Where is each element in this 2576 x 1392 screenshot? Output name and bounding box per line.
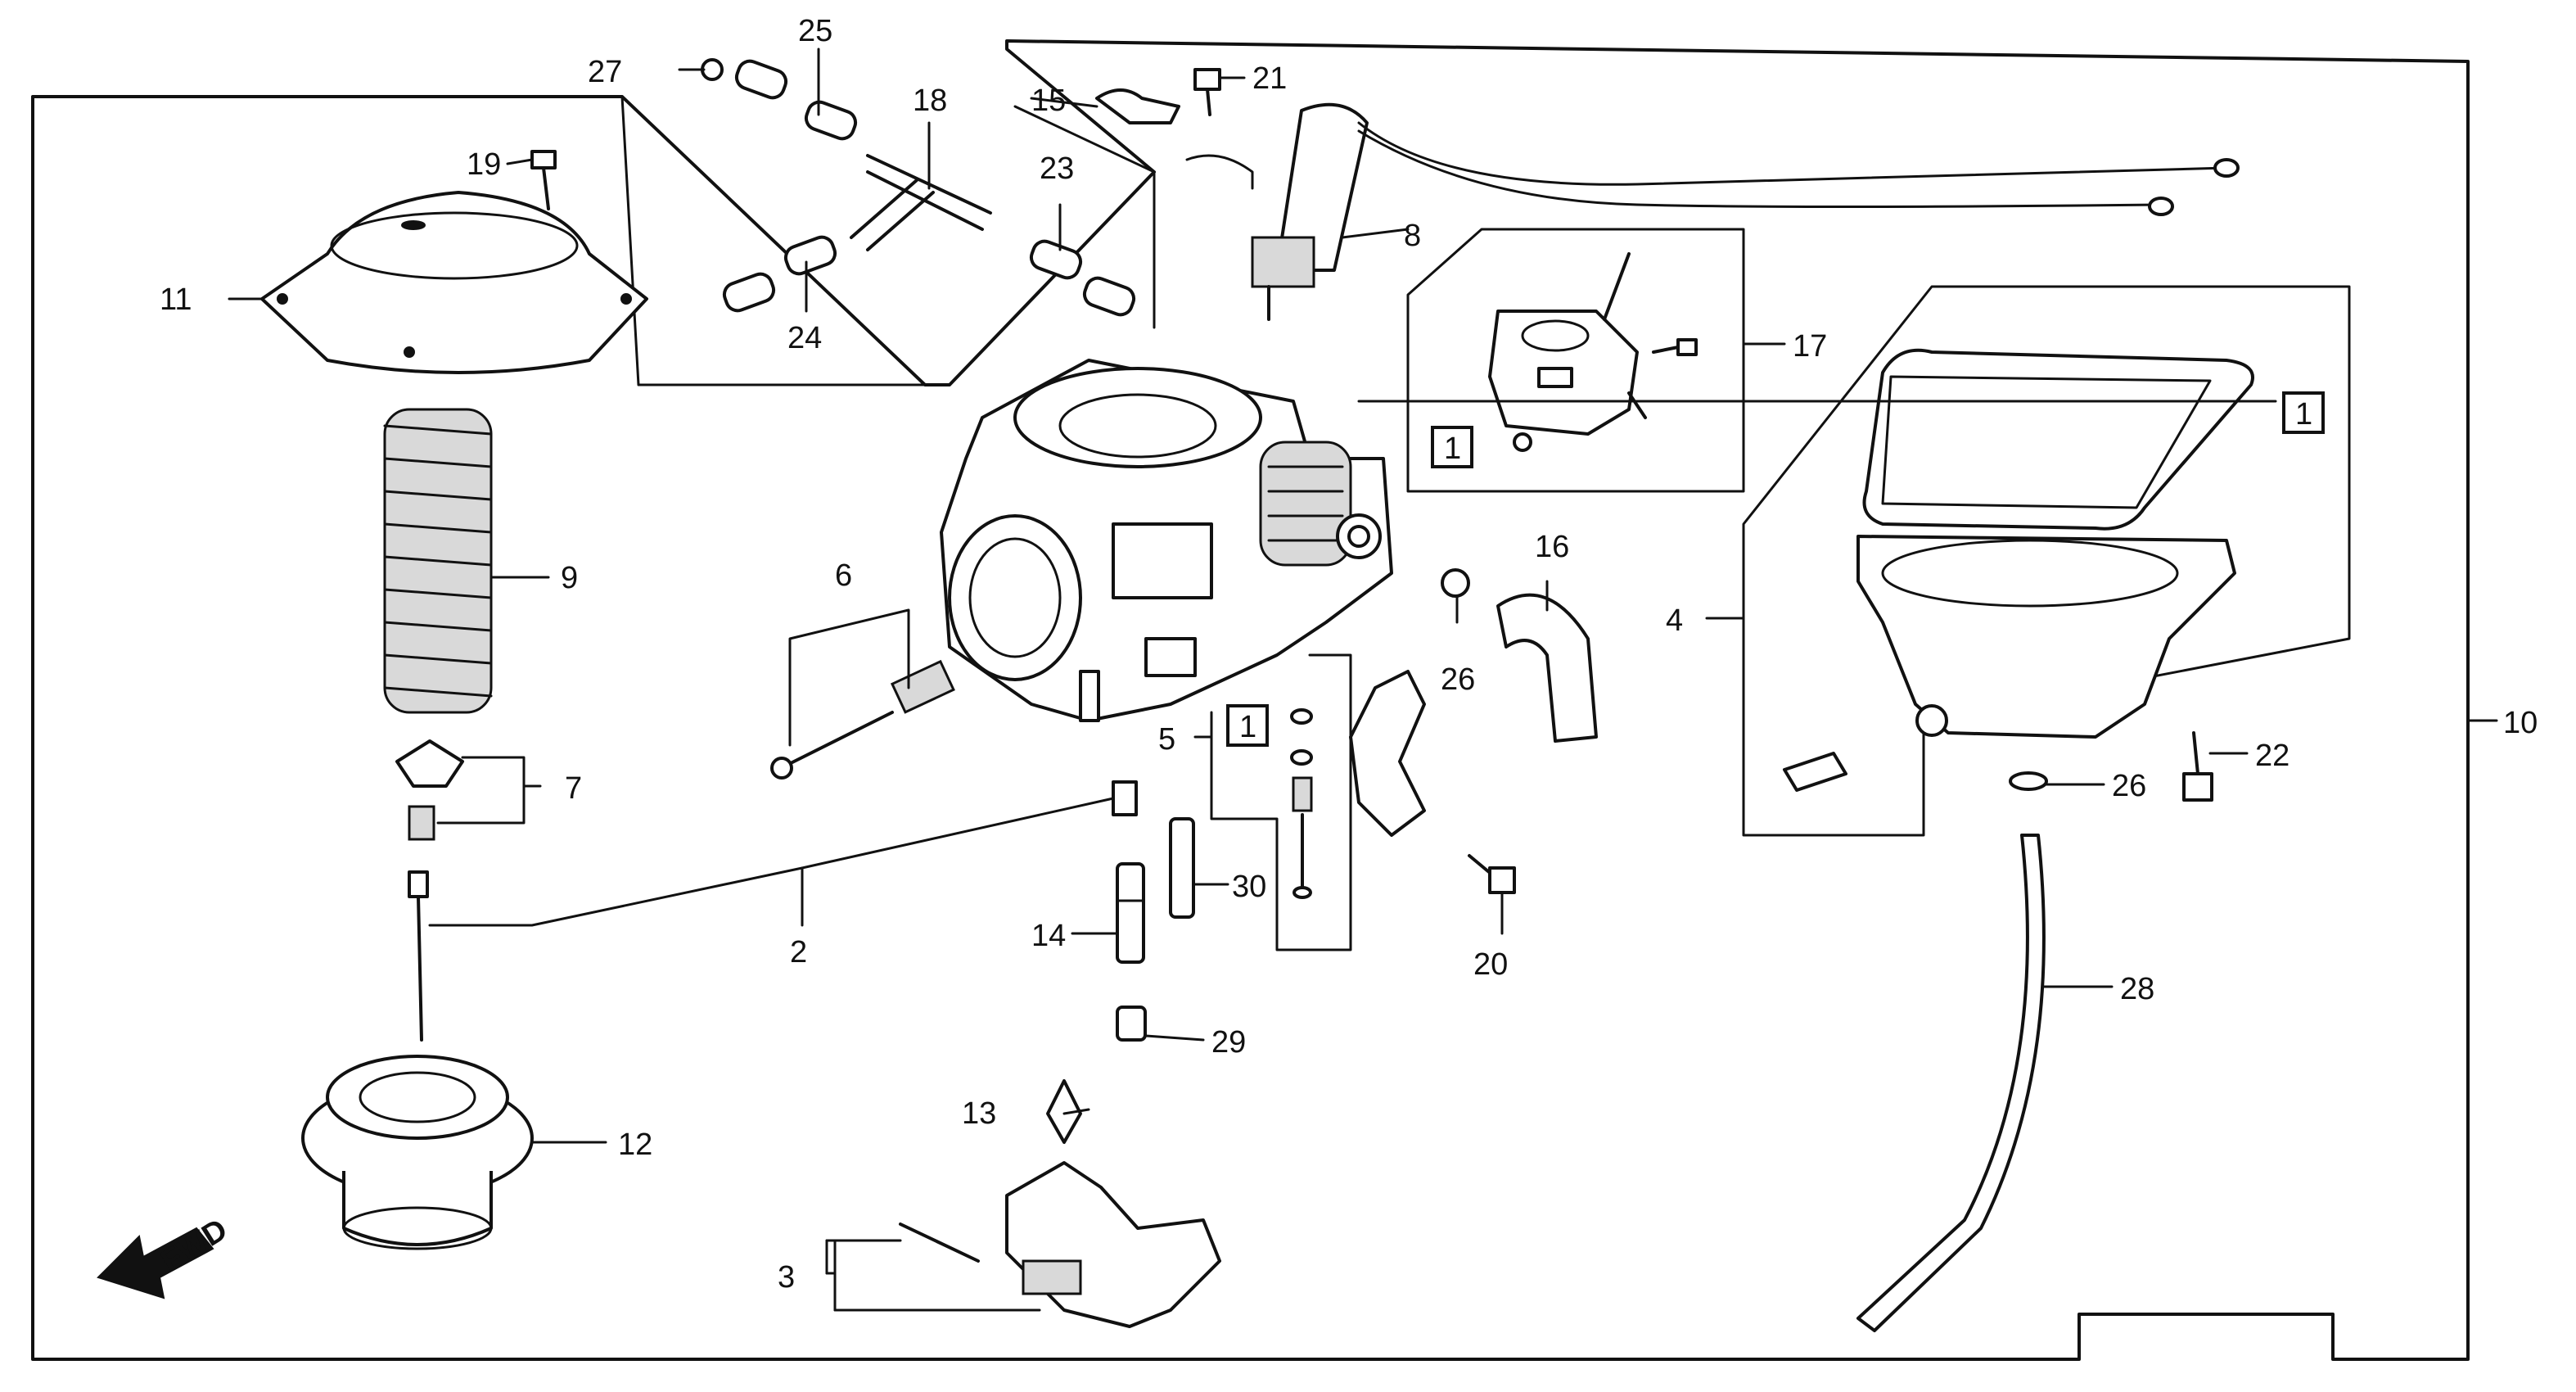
screw-21 (1193, 68, 1221, 116)
callout-26a: 26 (1441, 662, 1475, 697)
callout-7: 7 (565, 771, 582, 806)
callout-9: 9 (561, 561, 578, 595)
callout-13: 13 (962, 1096, 996, 1131)
kit-marker-3-text: 1 (1239, 710, 1256, 744)
float-needle (1046, 1079, 1082, 1144)
valve-group-bracket (1406, 228, 1745, 493)
callout-4: 4 (1666, 603, 1683, 638)
callout-18: 18 (913, 84, 947, 118)
vacuum-piston (301, 1055, 534, 1250)
throttle-stop-screw (770, 608, 955, 780)
hose-group-bracket (620, 95, 1156, 386)
leader-lines (228, 47, 2498, 1312)
callout-17: 17 (1793, 329, 1827, 364)
callout-16: 16 (1535, 530, 1569, 564)
hose-pieces (701, 58, 1136, 317)
callout-labels: 2 3 4 5 6 7 8 9 10 11 12 13 14 15 16 17 … (160, 14, 2538, 1295)
callout-14: 14 (1031, 919, 1066, 953)
slow-jet-30 (1169, 817, 1195, 919)
kit-marker-1-text: 1 (1444, 432, 1461, 466)
needle-clip (395, 739, 464, 841)
drain-tube (1856, 834, 2046, 1332)
callout-10: 10 (2503, 706, 2538, 740)
float-assembly (899, 1161, 1221, 1328)
screw-20 (1468, 854, 1516, 894)
fwd-label: FWD (156, 1213, 234, 1279)
callout-6: 6 (835, 558, 852, 593)
link-bracket (1349, 670, 1426, 837)
pilot-screw-bracket (1210, 653, 1352, 951)
top-cover (260, 191, 648, 374)
callout-30: 30 (1232, 870, 1266, 904)
forward-arrow: FWD (97, 1213, 234, 1299)
jet-29 (1116, 1006, 1147, 1042)
callout-25: 25 (798, 14, 832, 48)
callout-21: 21 (1252, 61, 1287, 96)
kit-marker-1: 1 (1431, 426, 1473, 468)
callout-19: 19 (467, 147, 501, 182)
callout-12: 12 (618, 1128, 652, 1162)
callout-26b: 26 (2112, 769, 2146, 803)
callout-24: 24 (787, 321, 822, 355)
callout-22: 22 (2255, 739, 2290, 773)
callout-8: 8 (1404, 219, 1421, 253)
drain-screw-float-bowl (1783, 752, 1847, 792)
kit-marker-2: 1 (2282, 391, 2325, 434)
spring (383, 408, 493, 714)
assembly-outline (31, 39, 2470, 1361)
screw-19 (530, 150, 557, 210)
callout-20: 20 (1473, 947, 1508, 982)
callout-5: 5 (1158, 722, 1175, 757)
clip-26-b (2009, 771, 2048, 791)
hose-16 (1496, 593, 1598, 743)
callout-28: 28 (2120, 972, 2154, 1006)
carburetor-body (940, 359, 1393, 722)
callout-3: 3 (778, 1260, 795, 1295)
clip-26-a (1441, 568, 1470, 598)
starter-unit (1251, 102, 2240, 321)
fuel-valve (1488, 252, 1698, 452)
callout-15: 15 (1031, 84, 1066, 118)
bolt-22 (2182, 731, 2213, 802)
callout-29: 29 (1211, 1025, 1246, 1060)
needle-jet-holder-14 (1116, 862, 1145, 964)
callout-2: 2 (790, 935, 807, 969)
callout-23: 23 (1040, 151, 1074, 186)
kit-marker-2-text: 1 (2295, 397, 2312, 432)
float-bowl (1856, 348, 2254, 739)
hose-t-joint (850, 154, 992, 251)
pilot-screw-set (1290, 708, 1313, 899)
kit-marker-3: 1 (1226, 704, 1269, 747)
jet-needle (408, 870, 429, 1042)
main-jet (1112, 780, 1138, 816)
callout-11: 11 (160, 282, 192, 317)
callout-27: 27 (588, 55, 622, 89)
clamp-15 (1095, 88, 1254, 190)
